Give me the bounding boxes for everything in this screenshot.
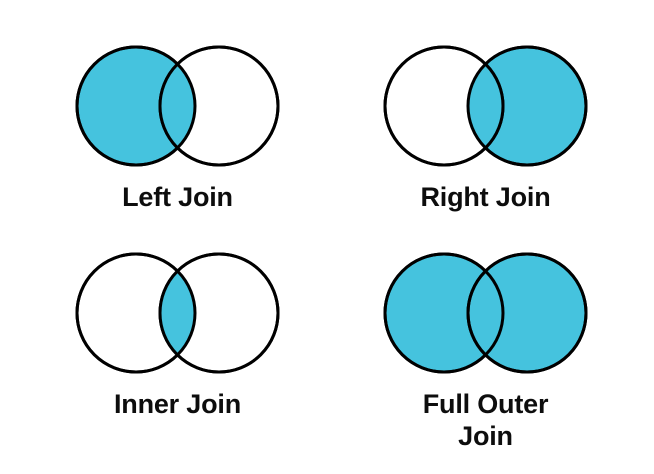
right-join-label: Right Join	[420, 182, 551, 212]
venn-cell-left-join: Left Join	[40, 44, 315, 214]
left-join-label: Left Join	[122, 182, 233, 212]
venn-cell-right-join: Right Join	[348, 44, 623, 214]
inner-join-right-circle-outline	[158, 252, 280, 374]
left-join-right-circle-outline	[158, 45, 280, 167]
left-join-venn-figure	[75, 45, 280, 167]
full-outer-join-left-circle-outline	[383, 252, 505, 374]
full-outer-join-right-circle-outline	[466, 252, 588, 374]
venn-cell-full-outer-join: Full Outer Join	[348, 251, 623, 453]
inner-join-label: Inner Join	[113, 389, 241, 419]
inner-join-left-circle-outline	[75, 252, 197, 374]
right-join-right-circle-outline	[466, 45, 588, 167]
left-join-left-circle-outline	[75, 45, 197, 167]
venn-cell-inner-join: Inner Join	[40, 251, 315, 421]
full-outer-join-venn-figure	[383, 252, 588, 374]
right-join-venn-figure	[383, 45, 588, 167]
right-join-left-circle-outline	[383, 45, 505, 167]
inner-join-venn-figure	[75, 252, 280, 374]
full-outer-join-label: Full Outer Join	[422, 389, 549, 451]
